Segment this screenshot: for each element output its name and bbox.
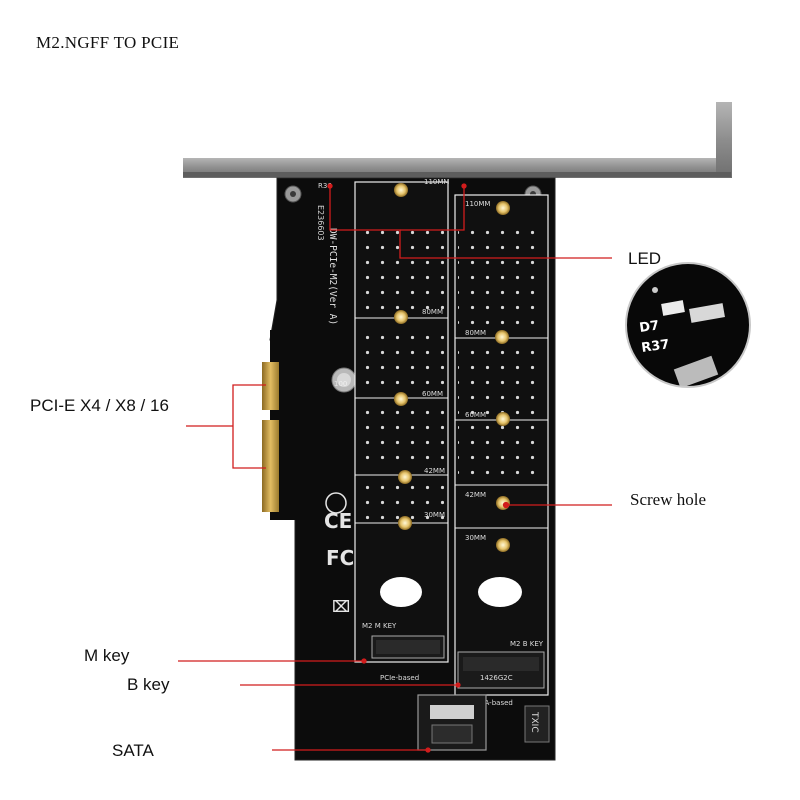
led-inset-border (625, 262, 751, 388)
certification-marks: CE FC ⌧ (324, 492, 354, 616)
m-key-callout-label: M key (84, 646, 130, 665)
board-cert-text: E236603 (316, 205, 325, 241)
callout-lines (178, 183, 612, 753)
capacitor-icon (331, 367, 357, 393)
mm-60-label-b: 60MM (465, 411, 486, 419)
r36-label: R36 (318, 182, 332, 190)
b-key-callout-label: B key (127, 675, 170, 694)
txic-chip (524, 705, 550, 743)
inset-led-ref: D7 (638, 318, 660, 336)
pcie-callout-label: PCI-E X4 / X8 / 16 (30, 396, 169, 415)
metal-bracket (183, 102, 732, 178)
slot-m-label: M2 M KEY (362, 622, 397, 630)
mm-80-label-b: 80MM (465, 329, 486, 337)
screw-hole-callout-label: Screw hole (630, 490, 707, 509)
pcie-gold-fingers (262, 362, 279, 512)
mm-30-label-m: 30MM (424, 511, 445, 519)
mm-30-label-b: 30MM (465, 534, 486, 542)
page-title: M2.NGFF TO PCIE (36, 33, 180, 52)
led-zoom-inset (626, 263, 750, 387)
fc-mark-icon: FC (326, 546, 354, 570)
sata-callout-label: SATA (112, 741, 154, 760)
mm-110-label-b: 110MM (465, 200, 490, 208)
weee-bin-icon: ⌧ (332, 597, 350, 616)
mm-80-label-m: 80MM (422, 308, 443, 316)
mm-110-label-m: 110MM (424, 178, 449, 186)
mm-60-label-m: 60MM (422, 390, 443, 398)
mm-42-label-b: 42MM (465, 491, 486, 499)
connector-text: 1426G2C (480, 674, 513, 682)
b-key-slot-area (454, 194, 549, 696)
m-key-slot-area (354, 181, 449, 663)
led-callout-label: LED (628, 249, 662, 268)
sata-based-label: SATA-based (472, 699, 513, 707)
chip-label: TXIC (529, 711, 539, 733)
board-model-text: DW-PCIe-M2(Ver A) (327, 228, 338, 325)
cap-label: 100 (334, 380, 347, 388)
sata-connector (417, 694, 487, 751)
mm-42-label-m: 42MM (424, 467, 445, 475)
slot-b-label: M2 B KEY (510, 640, 544, 648)
pcie-based-label: PCIe-based (380, 674, 419, 682)
inset-res-ref: R37 (640, 337, 670, 356)
